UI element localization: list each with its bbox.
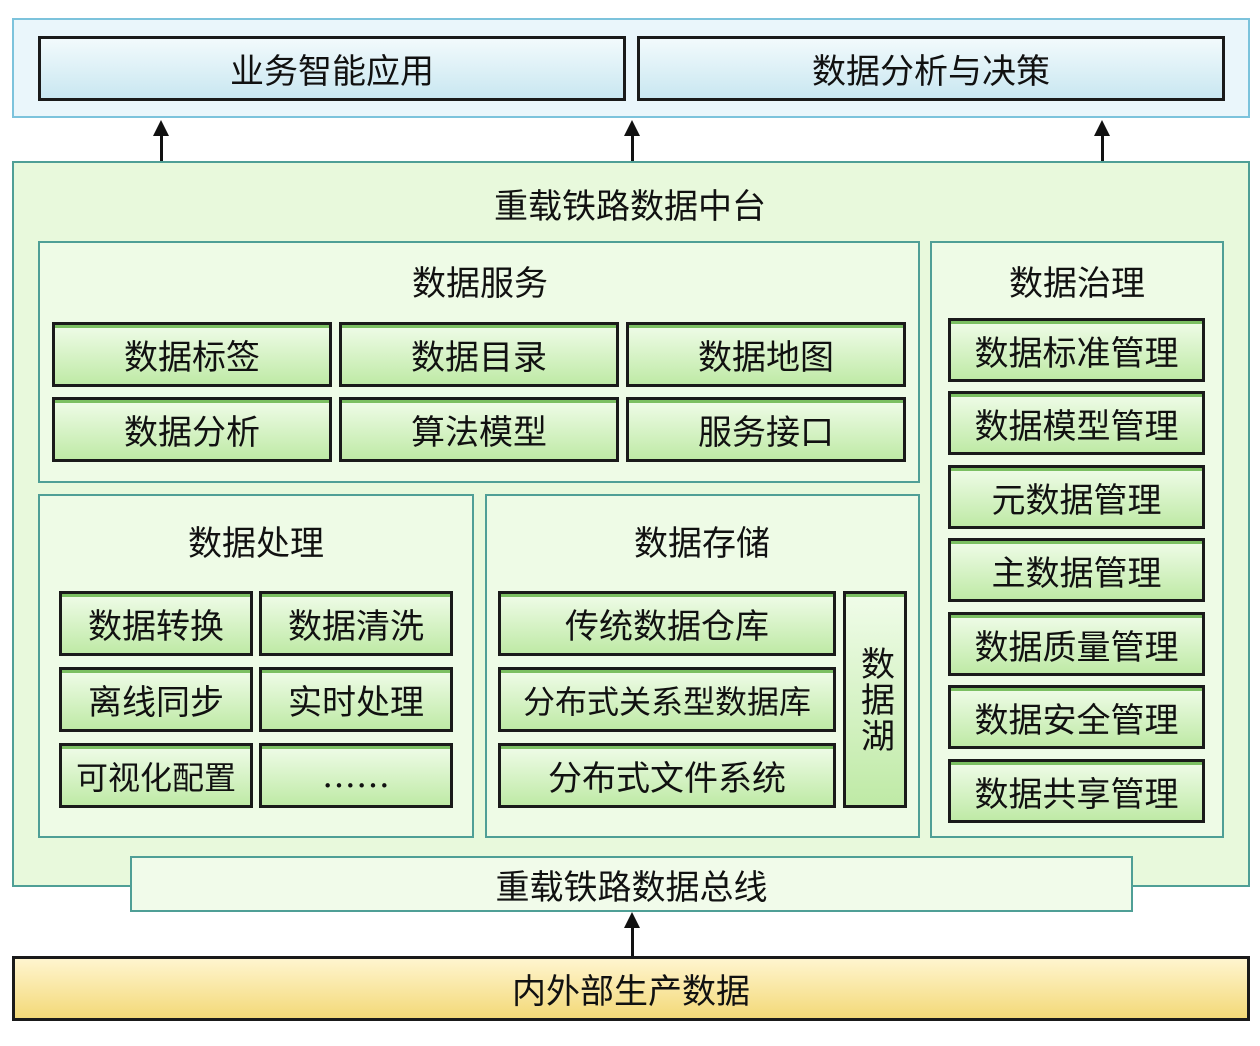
- data-bus: 重载铁路数据总线: [130, 856, 1133, 912]
- processing-item: 数据清洗: [259, 591, 453, 656]
- data-analysis-decision-box: 数据分析与决策: [637, 36, 1225, 101]
- arrow-up-icon: [1094, 120, 1110, 136]
- processing-item: 离线同步: [59, 667, 253, 732]
- production-data-source: 内外部生产数据: [12, 956, 1250, 1021]
- service-item: 数据地图: [626, 322, 906, 387]
- arrow-up-icon: [153, 120, 169, 136]
- processing-item: 数据转换: [59, 591, 253, 656]
- processing-item-more: ……: [259, 743, 453, 808]
- storage-item: 分布式文件系统: [498, 743, 836, 808]
- processing-item: 实时处理: [259, 667, 453, 732]
- arrow-shaft: [631, 926, 634, 957]
- data-service-title: 数据服务: [412, 263, 548, 304]
- service-item: 数据标签: [52, 322, 332, 387]
- data-lake-box: 数据湖: [843, 591, 907, 808]
- data-governance-title: 数据治理: [1009, 263, 1145, 304]
- governance-item: 数据质量管理: [948, 612, 1205, 676]
- governance-item: 元数据管理: [948, 465, 1205, 529]
- arrow-shaft: [1101, 134, 1104, 161]
- arrow-shaft: [160, 134, 163, 161]
- governance-item: 数据标准管理: [948, 318, 1205, 382]
- service-item: 服务接口: [626, 397, 906, 462]
- business-intelligence-app-box: 业务智能应用: [38, 36, 626, 101]
- service-item: 数据分析: [52, 397, 332, 462]
- storage-item: 传统数据仓库: [498, 591, 836, 656]
- data-processing-title: 数据处理: [188, 523, 324, 564]
- arrow-shaft: [631, 134, 634, 161]
- governance-item: 数据模型管理: [948, 391, 1205, 455]
- governance-item: 数据共享管理: [948, 759, 1205, 823]
- platform-title: 重载铁路数据中台: [494, 186, 766, 227]
- processing-item: 可视化配置: [59, 743, 253, 808]
- data-storage-title: 数据存储: [634, 523, 770, 564]
- storage-item: 分布式关系型数据库: [498, 667, 836, 732]
- arrow-up-icon: [624, 120, 640, 136]
- service-item: 算法模型: [339, 397, 619, 462]
- service-item: 数据目录: [339, 322, 619, 387]
- governance-item: 数据安全管理: [948, 685, 1205, 749]
- governance-item: 主数据管理: [948, 538, 1205, 602]
- arrow-up-icon: [624, 912, 640, 928]
